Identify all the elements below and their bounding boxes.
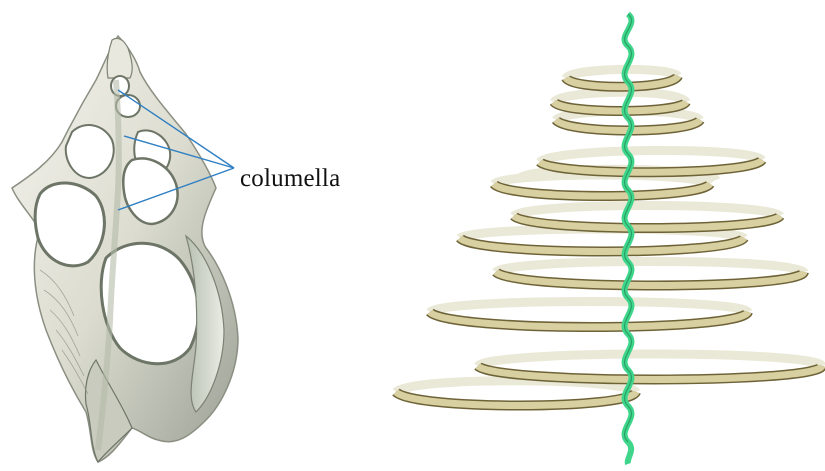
shell-chamber-5 bbox=[35, 183, 104, 266]
columella-label: columella bbox=[240, 165, 340, 193]
spiral-ring-model bbox=[396, 14, 822, 464]
shell-spire bbox=[107, 38, 132, 78]
shell-cross-section bbox=[12, 36, 238, 462]
shell-chamber-3 bbox=[66, 125, 114, 178]
